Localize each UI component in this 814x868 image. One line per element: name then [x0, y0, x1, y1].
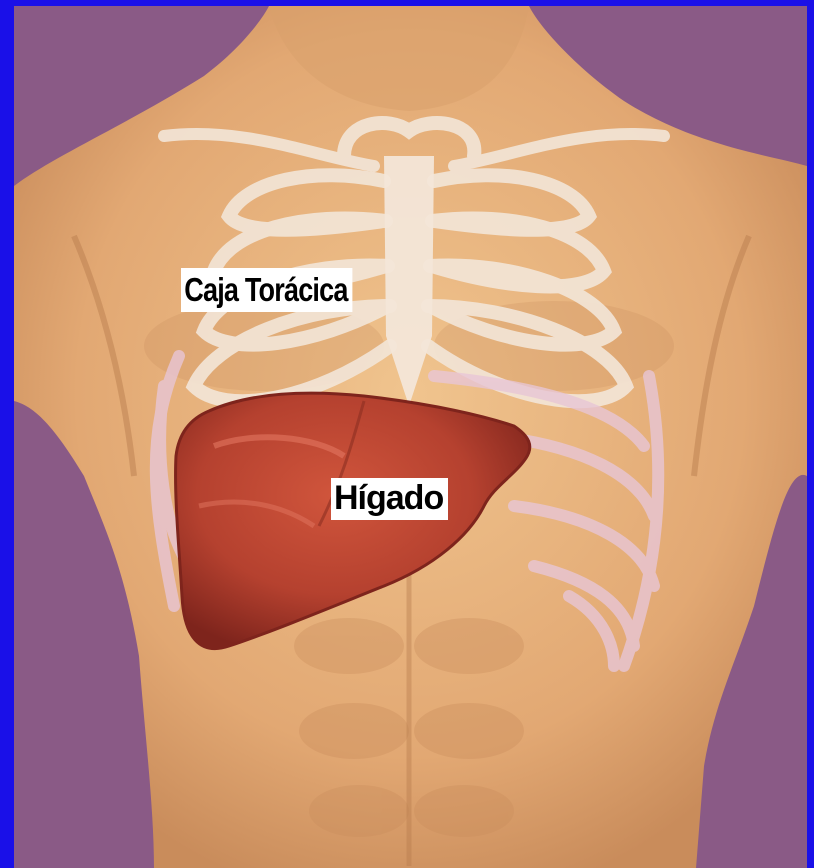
- liver-label: Hígado: [331, 478, 448, 520]
- torso-illustration: [14, 6, 807, 868]
- anatomy-illustration-frame: Caja Torácica Hígado: [14, 6, 807, 868]
- ribcage-label: Caja Torácica: [181, 268, 353, 312]
